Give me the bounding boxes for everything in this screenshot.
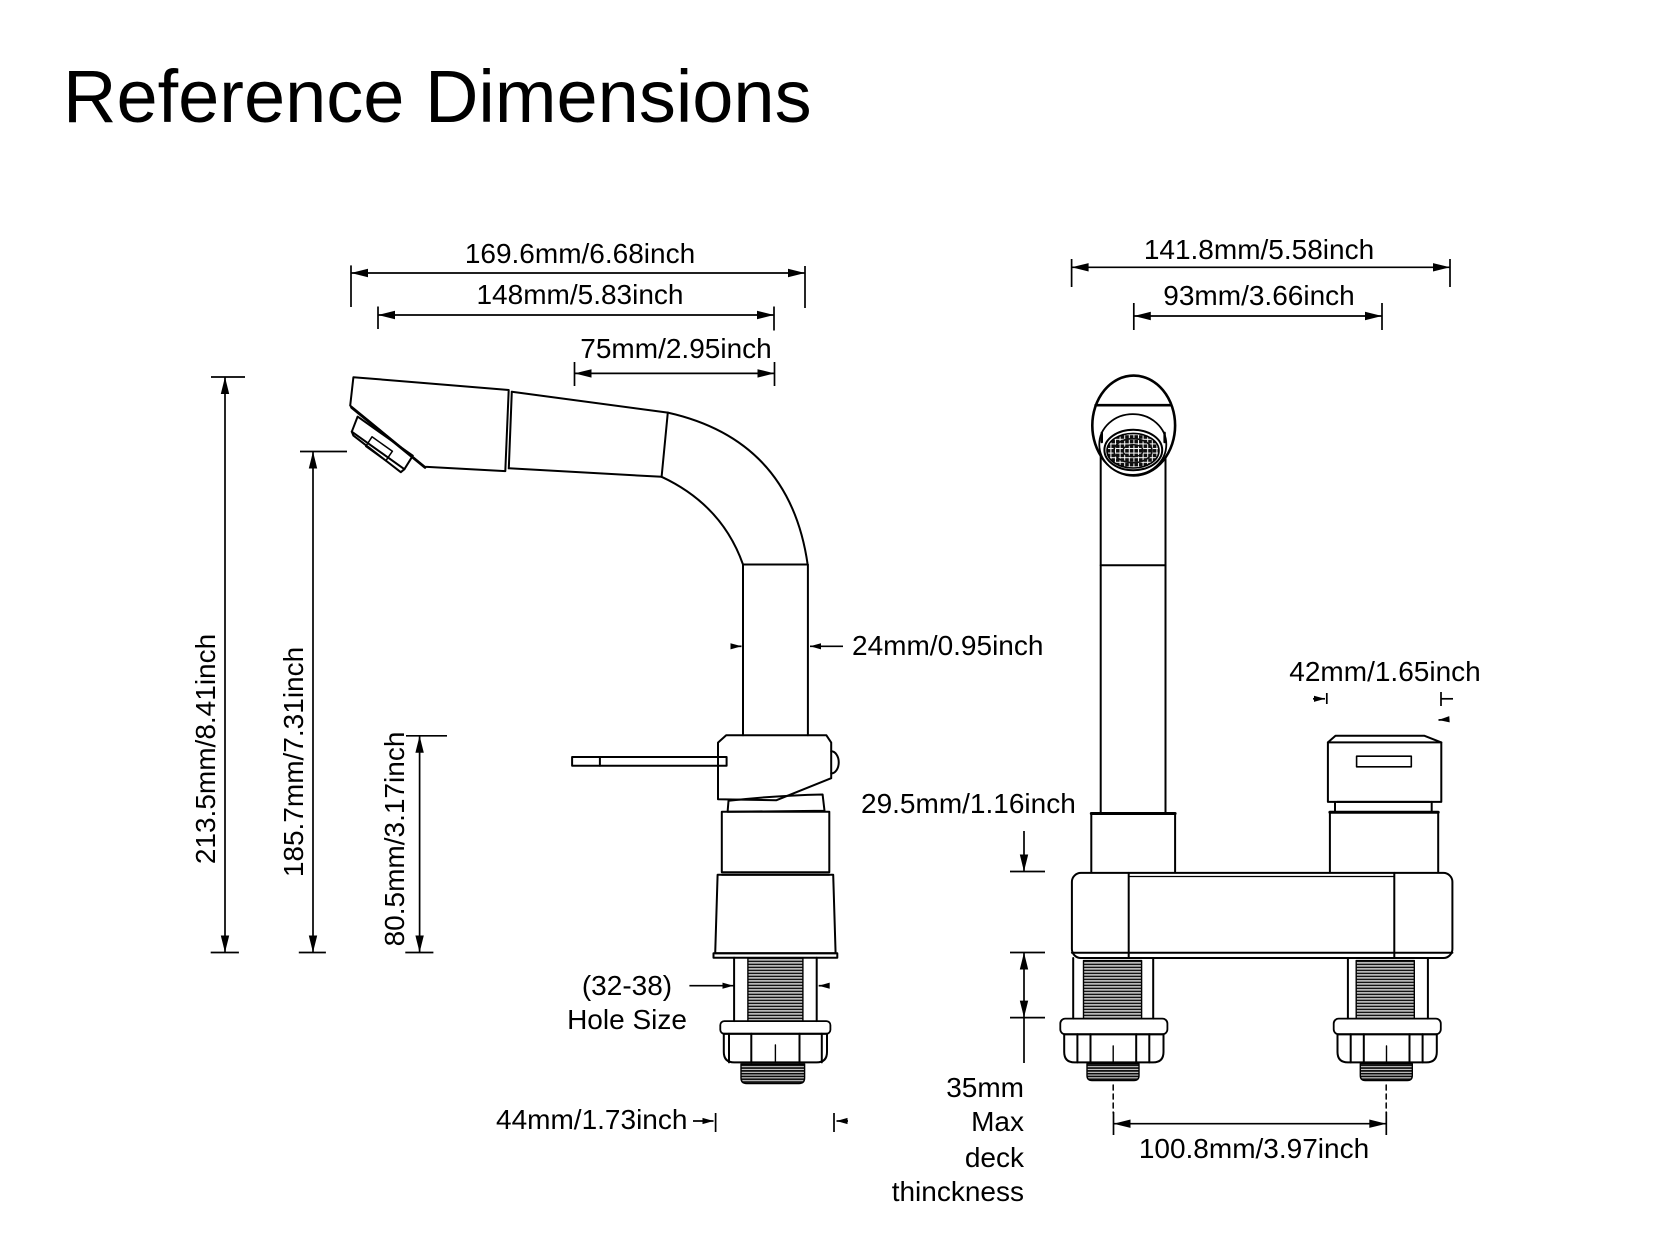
svg-text:Hole Size: Hole Size [567,1004,687,1035]
svg-text:169.6mm/6.68inch: 169.6mm/6.68inch [465,238,695,269]
svg-text:Reference Dimensions: Reference Dimensions [63,55,812,138]
svg-text:213.5mm/8.41inch: 213.5mm/8.41inch [190,634,221,864]
svg-text:185.7mm/7.31inch: 185.7mm/7.31inch [278,647,309,877]
svg-text:thinckness: thinckness [892,1176,1024,1207]
svg-text:80.5mm/3.17inch: 80.5mm/3.17inch [379,732,410,947]
svg-text:93mm/3.66inch: 93mm/3.66inch [1163,280,1354,311]
svg-text:24mm/0.95inch: 24mm/0.95inch [852,630,1043,661]
svg-text:44mm/1.73inch: 44mm/1.73inch [496,1104,687,1135]
svg-text:141.8mm/5.58inch: 141.8mm/5.58inch [1144,234,1374,265]
svg-text:42mm/1.65inch: 42mm/1.65inch [1289,656,1480,687]
svg-text:(32-38): (32-38) [582,970,672,1001]
svg-text:Max: Max [971,1106,1024,1137]
svg-text:75mm/2.95inch: 75mm/2.95inch [580,333,771,364]
svg-text:deck: deck [965,1142,1025,1173]
svg-text:29.5mm/1.16inch: 29.5mm/1.16inch [861,788,1076,819]
svg-text:35mm: 35mm [946,1072,1024,1103]
svg-text:100.8mm/3.97inch: 100.8mm/3.97inch [1139,1133,1369,1164]
svg-text:148mm/5.83inch: 148mm/5.83inch [476,279,683,310]
